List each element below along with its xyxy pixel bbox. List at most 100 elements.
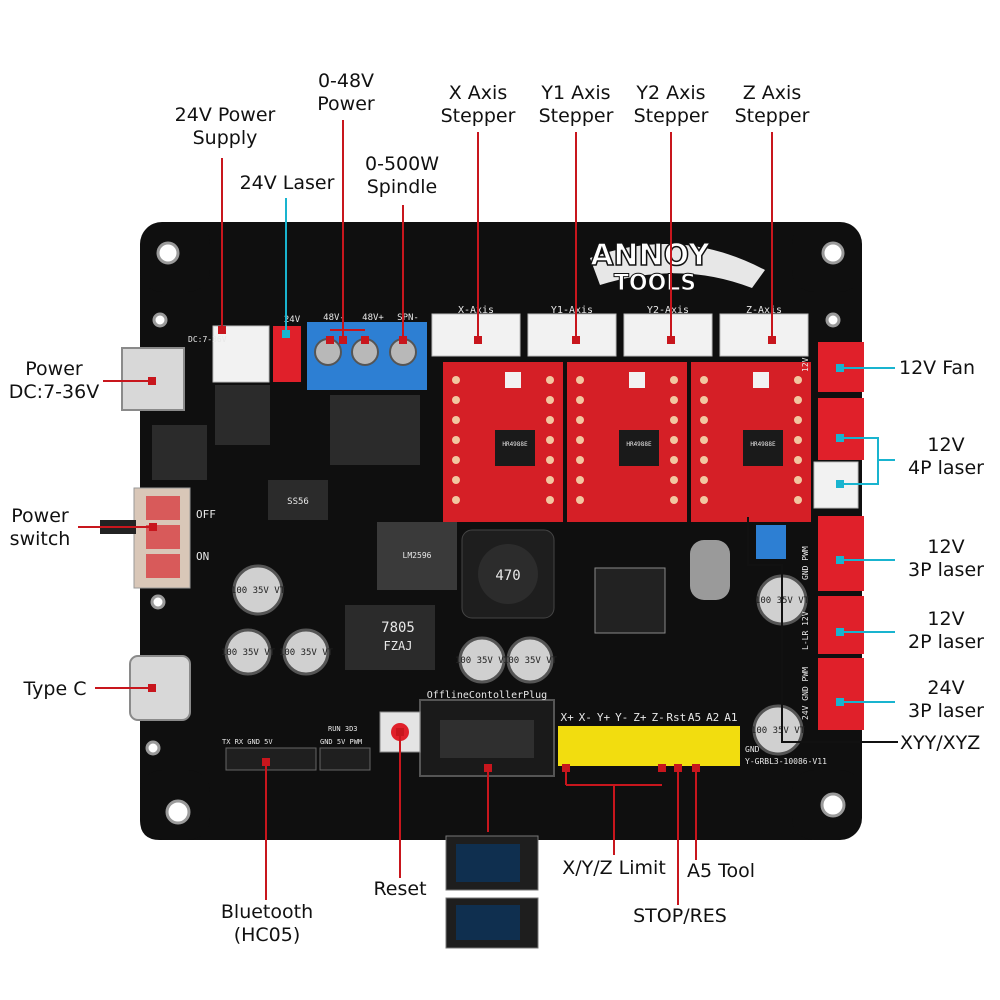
svg-text:Y-GRBL3-10086-V11: Y-GRBL3-10086-V11 <box>745 757 827 766</box>
svg-text:100 35V VT: 100 35V VT <box>231 586 286 596</box>
label-y1-axis-stepper-l1: Y1 Axis <box>541 82 611 104</box>
label-048v-power-l1: 0-48V <box>317 70 375 92</box>
svg-text:48V+: 48V+ <box>362 313 384 323</box>
laser-2p-connector <box>818 596 864 654</box>
mounting-hole-mr <box>825 312 841 328</box>
svg-text:470: 470 <box>495 568 520 584</box>
label-power-switch-l2: switch <box>9 528 71 550</box>
svg-text:SPN-: SPN- <box>397 313 419 323</box>
leader-lines-black <box>747 517 898 743</box>
label-a5-tool: A5 Tool <box>686 860 756 882</box>
label-048v-power: 0-48V Power <box>298 70 394 116</box>
y2-axis-connector <box>623 313 713 357</box>
label-spindle-l1: 0-500W <box>365 153 439 175</box>
label-24v-power-supply-l2: Supply <box>192 127 258 149</box>
label-y1-axis-stepper-l2: Stepper <box>538 105 614 127</box>
label-12v-4p-laser: 12V 4P laser <box>896 434 996 480</box>
label-x-axis-stepper-l2: Stepper <box>440 105 516 127</box>
label-12v-fan: 12V Fan <box>899 357 976 379</box>
svg-text:100 35V VT: 100 35V VT <box>751 726 806 736</box>
label-power-dc-l1: Power <box>25 358 83 380</box>
svg-text:100 35V VT: 100 35V VT <box>455 656 510 666</box>
mounting-hole-bl <box>165 799 191 825</box>
leader-lines-cyan <box>285 198 895 703</box>
limit-pin-label: A2 <box>706 711 719 724</box>
svg-text:ON: ON <box>196 550 209 563</box>
label-12v-2p-laser-l2: 2P laser <box>908 631 984 653</box>
svg-text:48V-: 48V- <box>323 313 345 323</box>
laser-3p-24v-connector <box>818 658 864 730</box>
svg-text:TX RX GND 5V: TX RX GND 5V <box>222 738 273 746</box>
label-z-axis-stepper-l1: Z Axis <box>742 82 802 104</box>
mounting-hole-br <box>820 792 846 818</box>
svg-text:OfflineContollerPlug: OfflineContollerPlug <box>427 690 547 701</box>
label-12v-2p-laser: 12V 2P laser <box>896 608 996 654</box>
limit-pin-header <box>558 726 740 766</box>
svg-text:7805: 7805 <box>381 620 415 636</box>
mounting-hole-tl <box>156 241 180 265</box>
label-xyz-limit: X/Y/Z Limit <box>562 857 666 879</box>
label-type-c: Type C <box>23 678 87 700</box>
label-24v-3p-laser-l1: 24V <box>927 677 965 699</box>
label-bluetooth-l2: (HC05) <box>233 924 301 946</box>
limit-pin-label: X- <box>579 711 592 724</box>
label-y2-axis-stepper-l1: Y2 Axis <box>636 82 706 104</box>
svg-text:100 35V VT: 100 35V VT <box>279 648 334 658</box>
label-048v-power-l2: Power <box>317 93 375 115</box>
svg-text:RUN 3D3: RUN 3D3 <box>328 725 358 733</box>
label-power-dc: Power DC:7-36V <box>2 358 106 404</box>
label-reset: Reset <box>373 878 427 900</box>
microcontroller <box>594 567 666 634</box>
svg-text:TOOLS: TOOLS <box>614 271 696 296</box>
label-bluetooth: Bluetooth (HC05) <box>210 901 324 947</box>
label-stop-res: STOP/RES <box>633 905 727 927</box>
svg-text:L-LR 12V: L-LR 12V <box>801 611 810 650</box>
svg-text:FZAJ: FZAJ <box>384 639 413 653</box>
laser-3p-12v-connector <box>818 516 864 591</box>
label-12v-2p-laser-l1: 12V <box>927 608 965 630</box>
label-24v-power-supply: 24V Power Supply <box>160 104 290 150</box>
svg-text:12V: 12V <box>801 357 810 372</box>
limit-pin-label: A5 <box>688 711 701 724</box>
label-z-axis-stepper: Z Axis Stepper <box>724 82 820 128</box>
label-12v-3p-laser-l1: 12V <box>927 536 965 558</box>
y1-axis-connector <box>527 313 617 357</box>
label-12v-4p-laser-l2: 4P laser <box>908 457 984 479</box>
svg-text:SS56: SS56 <box>287 497 309 507</box>
svg-text:Z-Axis: Z-Axis <box>746 305 782 316</box>
label-x-axis-stepper-l1: X Axis <box>448 82 508 104</box>
svg-text:HR4988E: HR4988E <box>502 441 528 448</box>
limit-pin-label: Rst <box>666 711 686 724</box>
svg-text:HR4988E: HR4988E <box>750 441 776 448</box>
svg-text:ANNOY: ANNOY <box>590 238 711 273</box>
limit-pin-label: Y+ <box>597 711 611 724</box>
stepper-connectors <box>431 313 809 357</box>
label-spindle-l2: Spindle <box>366 176 438 198</box>
mounting-hole-ml <box>152 312 168 328</box>
limit-pin-label: Z- <box>651 711 664 724</box>
svg-text:DC:7-36V: DC:7-36V <box>188 335 227 344</box>
label-24v-3p-laser: 24V 3P laser <box>896 677 996 723</box>
leader-dots-cyan <box>282 330 844 706</box>
jumper-xyy <box>756 525 786 559</box>
label-24v-laser: 24V Laser <box>239 172 335 194</box>
svg-text:GND: GND <box>745 745 760 754</box>
label-12v-3p-laser-l2: 3P laser <box>908 559 984 581</box>
brand-logo: ANNOY TOOLS <box>589 237 765 297</box>
label-y1-axis-stepper: Y1 Axis Stepper <box>528 82 624 128</box>
svg-text:LM2596: LM2596 <box>403 551 432 560</box>
leader-dots-red <box>148 326 776 772</box>
svg-text:100 35V VT: 100 35V VT <box>221 648 276 658</box>
limit-pin-label: Y- <box>615 711 628 724</box>
label-12v-4p-laser-l1: 12V <box>927 434 965 456</box>
svg-text:GND PWM: GND PWM <box>801 546 810 580</box>
label-power-dc-l2: DC:7-36V <box>8 381 100 403</box>
limit-pin-label: Z+ <box>633 711 647 724</box>
label-24v-power-supply-l1: 24V Power <box>174 104 276 126</box>
label-y2-axis-stepper-l2: Stepper <box>633 105 709 127</box>
label-xyy-xyz: XYY/XYZ <box>900 732 981 754</box>
svg-text:OFF: OFF <box>196 508 216 521</box>
mounting-hole-tr <box>821 241 845 265</box>
label-spindle: 0-500W Spindle <box>350 153 454 199</box>
